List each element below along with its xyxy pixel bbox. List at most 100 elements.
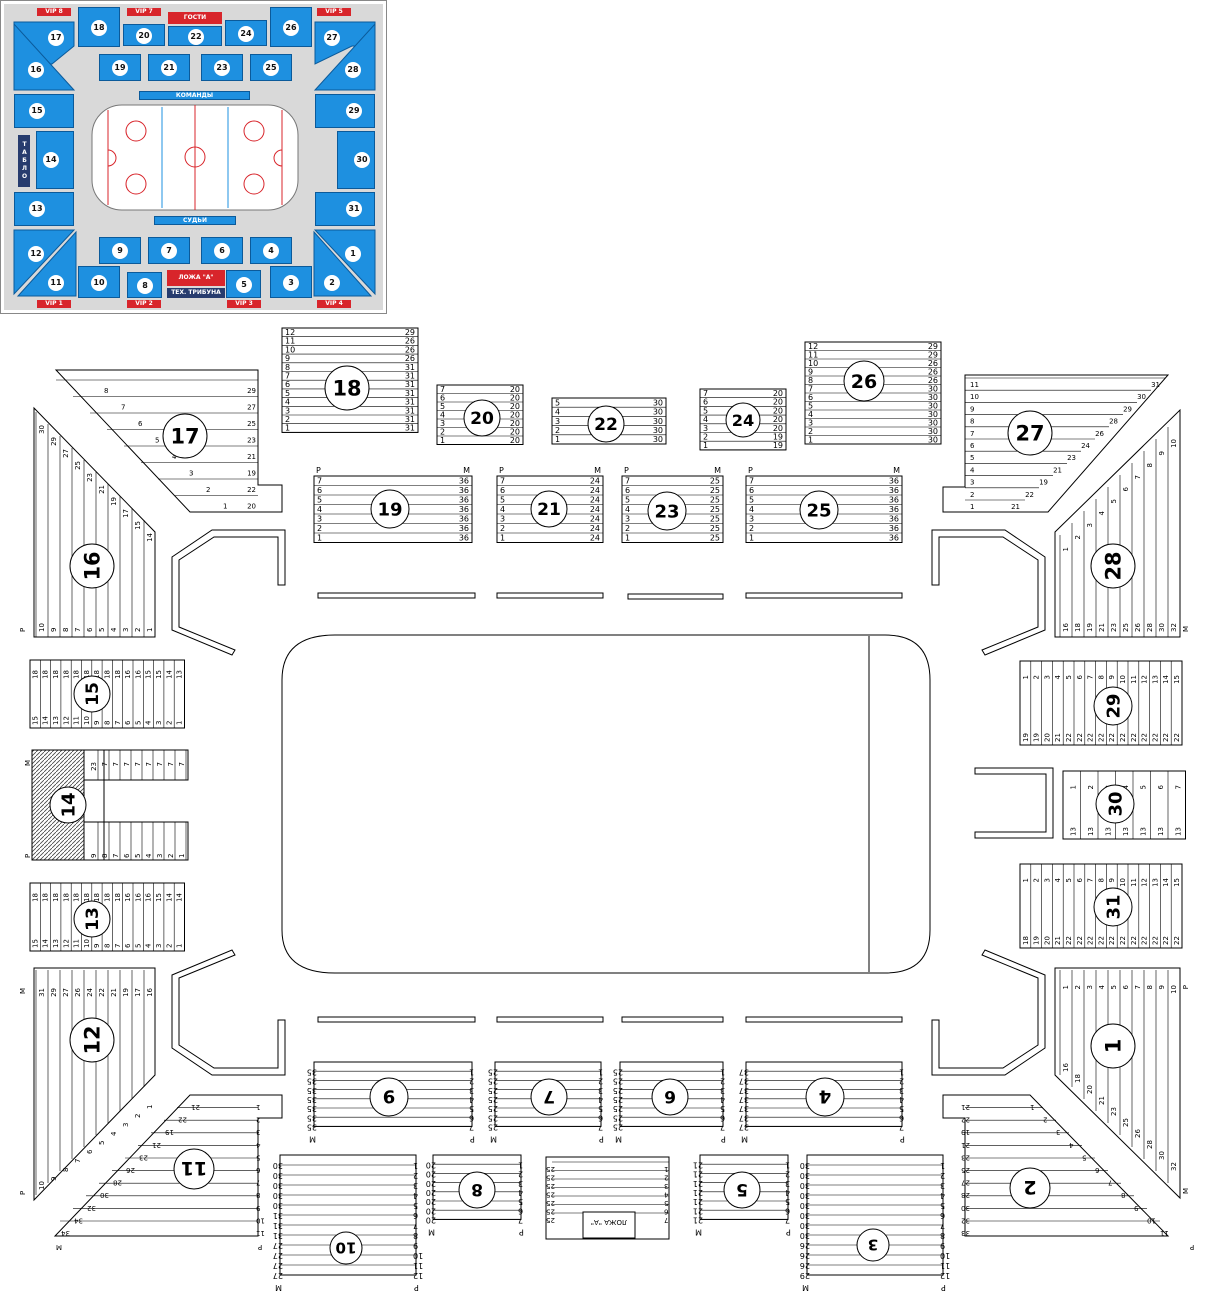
mini-section-10[interactable]: 10	[78, 266, 120, 298]
section-15[interactable]	[29, 659, 185, 729]
box-a-section[interactable]: ЛОЖА "А"	[545, 1156, 670, 1240]
section-number-circle	[799, 490, 839, 530]
seat-label: 21	[693, 1206, 703, 1215]
section-2[interactable]	[942, 1094, 1170, 1237]
mini-section-23[interactable]: 23	[201, 54, 243, 81]
seat-label: 7	[518, 1216, 523, 1225]
seat-label: 8	[413, 1231, 418, 1240]
box-a-label[interactable]: ЛОЖА "А"	[167, 270, 225, 286]
vip4-label[interactable]: VIP 4	[317, 300, 351, 308]
mini-section-7[interactable]: 7	[148, 237, 190, 264]
mini-section-5[interactable]: 5	[226, 270, 261, 298]
mini-section-6[interactable]: 6	[201, 237, 243, 264]
seat-label: 3	[808, 418, 813, 427]
mini-section-25[interactable]: 25	[250, 54, 292, 81]
seat-label: 15	[155, 893, 163, 902]
guests-label[interactable]: ГОСТИ	[168, 12, 222, 24]
section-number-badge: 30	[1095, 784, 1135, 824]
seat-label: 6	[899, 1113, 904, 1122]
vip1-label[interactable]: VIP 1	[37, 300, 71, 308]
seat-label: 4	[1098, 510, 1106, 515]
seat-label: 23	[86, 473, 94, 482]
seat-label: 6	[940, 1211, 945, 1220]
section-number-badge: 15	[73, 675, 111, 713]
seat-label: 37	[739, 1104, 749, 1113]
mini-section-30[interactable]: 30	[337, 131, 375, 189]
seat-label: 13	[1105, 827, 1113, 836]
section-number: 21	[537, 500, 561, 520]
seat-label: 6	[86, 627, 94, 632]
section-11[interactable]	[53, 1094, 283, 1237]
mini-section-22[interactable]: 22	[168, 26, 222, 46]
mini-section-8[interactable]: 8	[127, 272, 162, 298]
seat-label: 30	[800, 1221, 810, 1230]
section-1[interactable]	[1054, 967, 1181, 1200]
seat-label: 7	[598, 1123, 603, 1132]
mini-section-24[interactable]: 24	[225, 20, 267, 46]
mini-section-31[interactable]: 31	[315, 192, 375, 226]
vip3-label[interactable]: VIP 3	[227, 300, 261, 308]
section-number: 31	[1103, 894, 1124, 919]
vip2-label[interactable]: VIP 2	[127, 300, 161, 308]
seat-label: 7	[112, 854, 120, 858]
judges-bench	[621, 1016, 724, 1023]
section-30[interactable]	[1062, 770, 1186, 840]
seat-label: 7	[1087, 878, 1095, 882]
mini-section-20[interactable]: 20	[123, 24, 165, 46]
section-5[interactable]	[699, 1154, 789, 1220]
seat-label: 1	[1022, 878, 1030, 882]
section-23[interactable]	[621, 475, 724, 543]
section-number: 14	[58, 792, 79, 817]
mini-section-label: 24	[238, 26, 254, 42]
press-box-label[interactable]: ТЕХ. ТРИБУНА	[167, 288, 225, 298]
seat-label: 7	[74, 1159, 82, 1163]
section-31[interactable]	[1019, 863, 1183, 949]
seat-label: 11	[1130, 878, 1138, 887]
seat-label: 2	[720, 1077, 725, 1086]
seat-label: 23	[961, 1153, 970, 1161]
mini-section-13[interactable]: 13	[14, 192, 74, 226]
section-21[interactable]	[496, 475, 604, 543]
mini-section-3[interactable]: 3	[270, 266, 312, 298]
mini-section-29[interactable]: 29	[315, 94, 375, 128]
seat-label: 3	[317, 515, 322, 524]
section-outline	[33, 967, 156, 1202]
vip5-label[interactable]: VIP 5	[317, 8, 351, 16]
seat-label: Р	[941, 1283, 946, 1292]
section-28[interactable]	[1054, 408, 1181, 638]
section-24[interactable]	[699, 388, 787, 451]
seat-label: 9	[1134, 1204, 1138, 1212]
section-number-circle	[723, 1171, 761, 1209]
seat-label: 3	[1086, 985, 1094, 989]
vip7-label[interactable]: VIP 7	[127, 8, 161, 16]
mini-section-9[interactable]: 9	[99, 237, 141, 264]
seat-label: 20	[510, 410, 520, 419]
mini-section-4[interactable]: 4	[250, 237, 292, 264]
section-16[interactable]	[33, 406, 156, 638]
seat-label: 20	[773, 406, 783, 415]
section-12[interactable]	[33, 967, 156, 1202]
seat-label: 2	[785, 1170, 790, 1179]
mini-section-14[interactable]: 14	[36, 131, 74, 189]
mini-section-15[interactable]: 15	[14, 94, 74, 128]
seat-label: 8	[285, 363, 290, 372]
seat-label: 7	[156, 762, 164, 766]
mini-section-19[interactable]: 19	[99, 54, 141, 81]
mini-section-18[interactable]: 18	[78, 7, 120, 47]
mini-section-26[interactable]: 26	[270, 7, 312, 47]
vip8-label[interactable]: VIP 8	[37, 8, 71, 16]
mini-section-21[interactable]: 21	[148, 54, 190, 81]
mini-section-12-shape[interactable]	[13, 229, 76, 296]
seat-label: 20	[510, 436, 520, 445]
seat-label: Р	[19, 628, 27, 632]
section-number-badge: 17	[162, 413, 208, 459]
mini-section-1-shape[interactable]	[313, 229, 376, 296]
section-number-circle	[162, 413, 208, 459]
corridor-wall-sw	[171, 949, 286, 1076]
seat-label: 25	[710, 505, 720, 514]
seat-label: 1	[625, 534, 630, 543]
seat-label: 3	[469, 1086, 474, 1095]
judges-bench	[745, 1016, 903, 1023]
seat-label: 8	[62, 1168, 70, 1172]
seat-label: 6	[469, 1113, 474, 1122]
